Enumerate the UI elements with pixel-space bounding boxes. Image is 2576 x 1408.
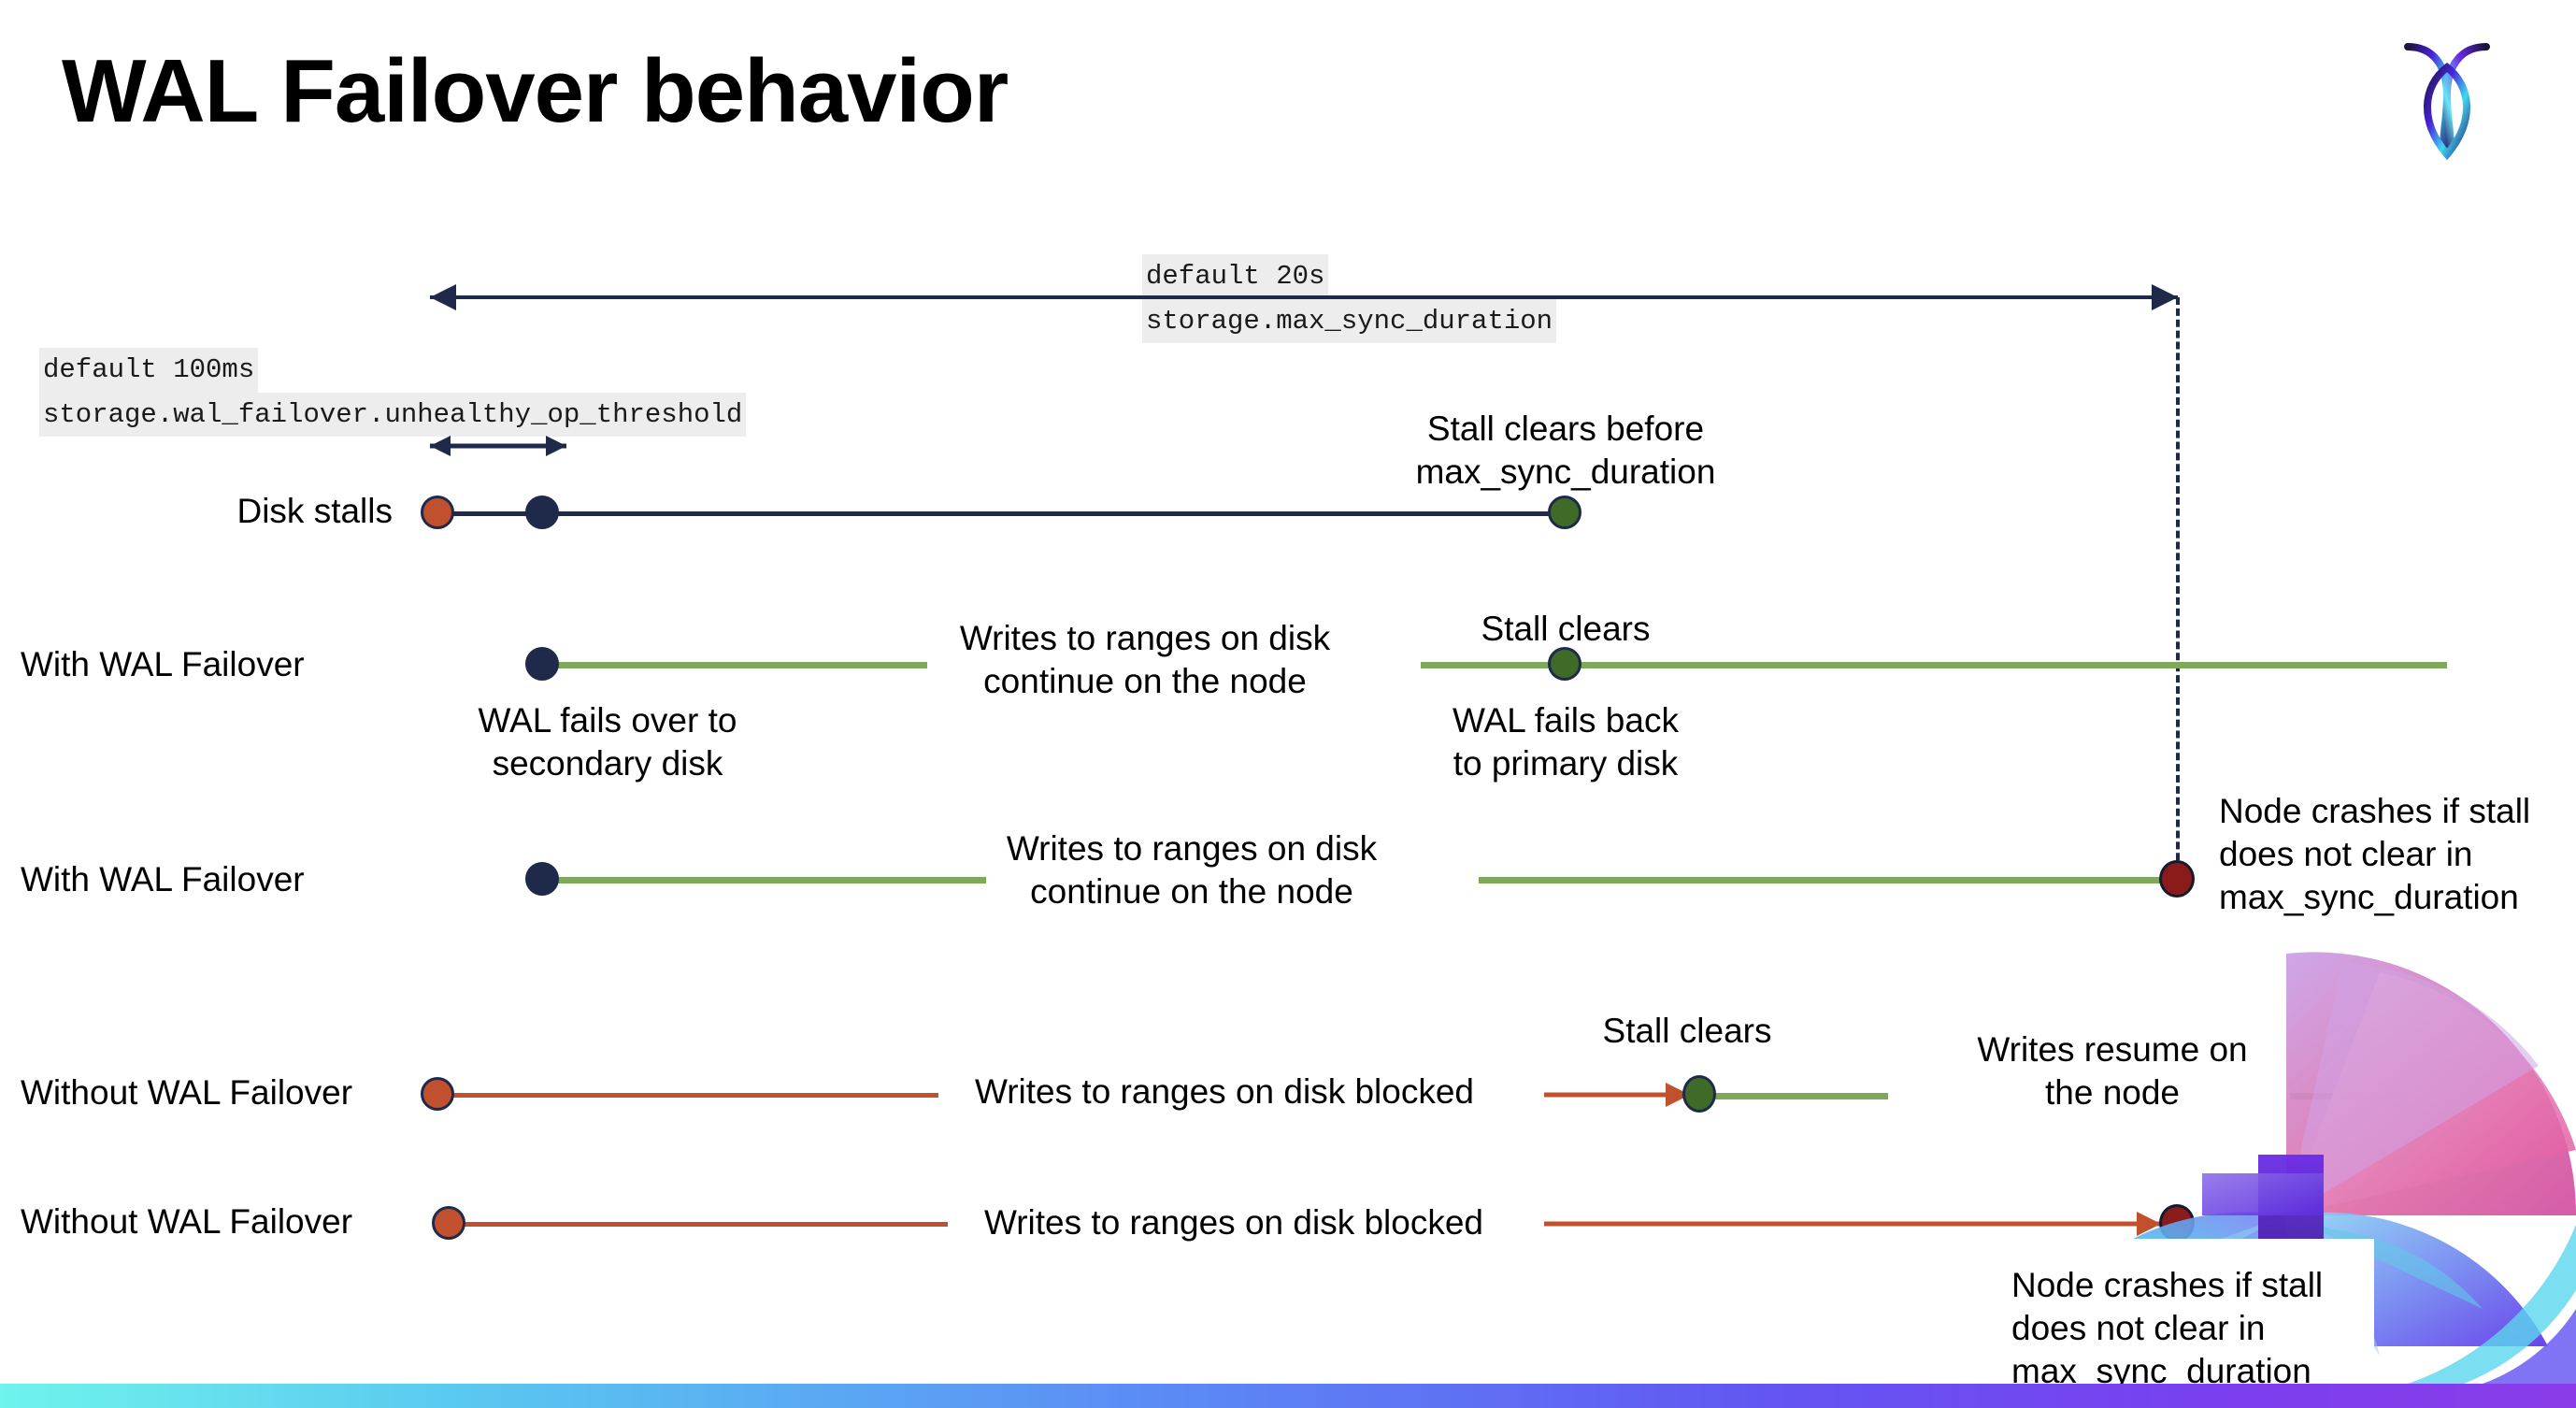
unhealthy-op-threshold-setting: storage.wal_failover.unhealthy_op_thresh…: [39, 392, 747, 437]
annotation-writes-resume: Writes resume on the node: [1977, 1030, 2248, 1112]
annotation-wal-fails-over: WAL fails over to secondary disk: [478, 701, 737, 783]
marker-stall-clears-without-1: [1682, 1075, 1716, 1113]
annotation-stall-clears-before: Stall clears before max_sync_duration: [1415, 409, 1716, 491]
timeline-arrow-blocked-2b: [1544, 1212, 2161, 1236]
marker-stall-start-disk-stalls: [421, 496, 454, 529]
max-sync-duration-guide-line: [2176, 297, 2180, 883]
annotation-writes-blocked-2: Writes to ranges on disk blocked: [983, 1203, 1484, 1242]
row-label-with-wal-failover-2: With WAL Failover: [21, 860, 305, 898]
timeline-segment-resume-2: [2290, 1093, 2449, 1099]
page-title: WAL Failover behavior: [62, 41, 1009, 141]
marker-failover-trigger-disk-stalls: [525, 496, 559, 529]
annotation-writes-blocked-1: Writes to ranges on disk blocked: [974, 1072, 1475, 1111]
marker-stall-clears-failover-1: [1548, 647, 1581, 681]
marker-stall-start-without-2: [432, 1206, 465, 1240]
annotation-stall-clears-2: Stall clears: [1602, 1012, 1772, 1050]
marker-node-crash-1: [2159, 860, 2195, 898]
annotation-writes-continue-2: Writes to ranges on disk continue on the…: [1006, 829, 1378, 911]
cluster-setting-unhealthy-op-threshold: default 100ms storage.wal_failover.unhea…: [39, 348, 747, 437]
bottom-gradient-bar: [0, 1384, 2576, 1408]
annotation-stall-clears-1: Stall clears: [1481, 610, 1651, 648]
timeline-segment-disk-stall: [439, 511, 1570, 516]
row-label-with-wal-failover-1: With WAL Failover: [21, 645, 305, 683]
marker-stall-start-without-1: [421, 1077, 454, 1111]
max-sync-duration-default: default 20s: [1142, 254, 1329, 299]
annotation-node-crashes-1: Node crashes if stall does not clear in …: [2219, 792, 2531, 916]
timeline-arrow-blocked-1b: [1544, 1083, 1690, 1107]
marker-node-crash-2: [2159, 1204, 2195, 1242]
caption-backdrop: [1963, 1239, 2374, 1384]
row-label-disk-stalls: Disk stalls: [236, 492, 393, 530]
timeline-segment-failover-a: [533, 662, 927, 668]
max-sync-duration-span-arrow: [430, 284, 2178, 310]
marker-wal-fails-over-2: [525, 862, 559, 896]
row-label-without-wal-failover-1: Without WAL Failover: [21, 1073, 353, 1112]
unhealthy-op-threshold-span-arrow: [430, 436, 566, 456]
cluster-setting-max-sync-duration: default 20s storage.max_sync_duration: [1142, 254, 1557, 343]
timeline-segment-failover-crash-b: [1479, 877, 2170, 884]
row-label-without-wal-failover-2: Without WAL Failover: [21, 1202, 353, 1241]
marker-wal-fails-over-1: [525, 647, 559, 681]
cockroachdb-logo-icon: [2391, 28, 2503, 164]
marker-stall-clears-disk-stalls: [1548, 496, 1581, 529]
timeline-segment-failover-crash-a: [533, 877, 986, 884]
annotation-node-crashes-2: Node crashes if stall does not clear in …: [2011, 1266, 2324, 1390]
unhealthy-op-threshold-default: default 100ms: [39, 348, 259, 393]
timeline-segment-failover-b: [1421, 662, 2447, 668]
max-sync-duration-setting: storage.max_sync_duration: [1142, 298, 1557, 343]
timeline-segment-blocked-2a: [460, 1222, 948, 1227]
timeline-segment-resume-1: [1710, 1093, 1888, 1099]
annotation-wal-fails-back: WAL fails back to primary disk: [1453, 701, 1679, 783]
annotation-writes-continue-1: Writes to ranges on disk continue on the…: [959, 619, 1331, 700]
timeline-segment-blocked-1a: [449, 1093, 938, 1098]
